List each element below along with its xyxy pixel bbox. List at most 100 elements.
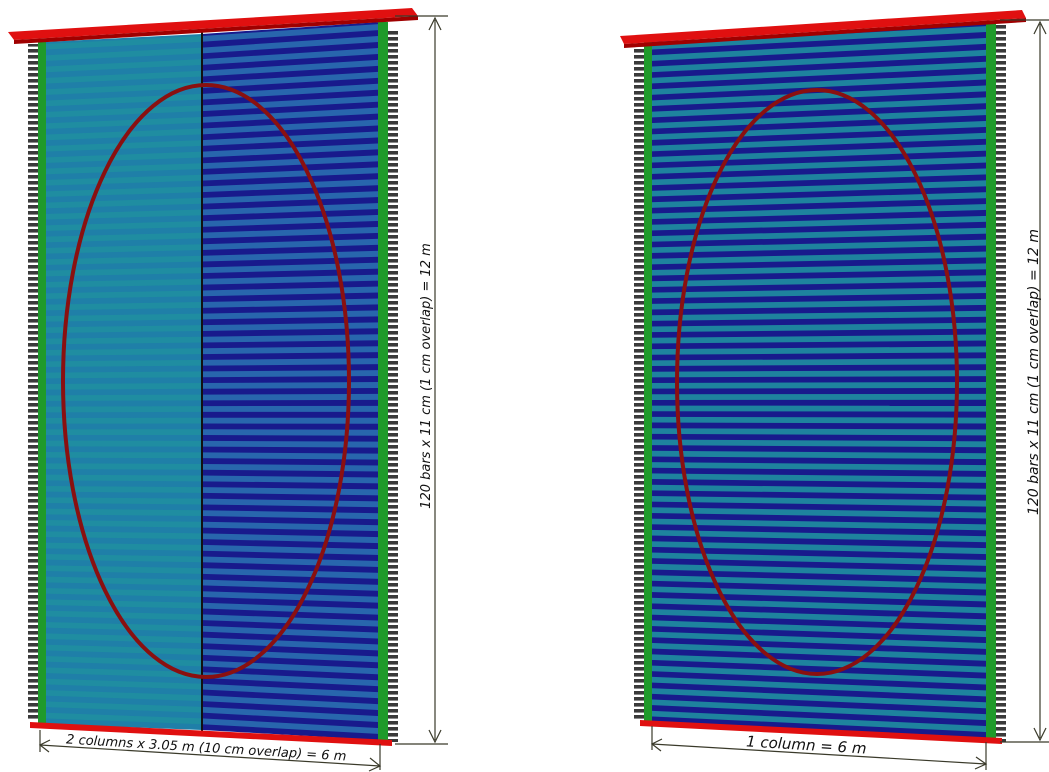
bar-stripe [650, 251, 988, 265]
bar-stripe [202, 625, 380, 639]
bar-stripe [650, 529, 988, 543]
right-height-dimension [1000, 19, 1049, 743]
bar-stripe [650, 552, 988, 566]
bar-stripe [44, 151, 202, 163]
right-column-stripes [650, 26, 988, 733]
bar-stripe [202, 214, 380, 227]
bar-stripe [44, 232, 202, 243]
bar-stripe [650, 518, 988, 531]
bar-stripe [650, 204, 988, 220]
bar-stripe [650, 168, 988, 186]
bar-stripe [202, 370, 380, 378]
left-column-1-stripes [44, 36, 202, 725]
bar-stripe [650, 215, 988, 231]
bar-stripe [202, 358, 380, 366]
bar-stripe [202, 274, 380, 285]
bar-stripe [44, 508, 202, 517]
bar-stripe [44, 406, 202, 413]
bar-stripe [650, 473, 988, 483]
bar-stripe [44, 452, 202, 459]
right-panel-side-rail-left [644, 42, 652, 722]
bar-stripe [44, 463, 202, 470]
bar-stripe [44, 667, 202, 678]
bar-stripe [202, 346, 380, 355]
bar-stripe [44, 116, 202, 129]
bar-stripe [650, 586, 988, 602]
bar-stripe [202, 322, 380, 331]
bar-stripe [650, 192, 988, 208]
bar-stripe [650, 654, 988, 673]
bar-stripe [202, 718, 380, 735]
bar-stripe [650, 710, 988, 733]
bar-stripe [202, 683, 380, 699]
bar-stripe [650, 676, 988, 697]
bar-stripe [202, 393, 380, 401]
bar-stripe [44, 474, 202, 482]
right-panel-column [650, 24, 988, 738]
bar-stripe [202, 706, 380, 723]
bar-stripe [44, 565, 202, 574]
bar-stripe [650, 609, 988, 626]
bar-stripe [650, 642, 988, 661]
bar-stripe [44, 244, 202, 254]
bar-stripe [650, 439, 988, 448]
bar-stripe [650, 49, 988, 73]
bar-stripe [44, 255, 202, 265]
bar-stripe [202, 382, 380, 389]
bar-stripe [202, 71, 380, 89]
bar-stripe [202, 429, 380, 436]
bar-stripe [44, 599, 202, 609]
bar-stripe [202, 119, 380, 135]
bar-stripe [650, 97, 988, 118]
left-panel-column-2 [202, 22, 380, 740]
bar-stripe [650, 120, 988, 141]
left-height-dimension [395, 15, 448, 745]
bar-stripe [650, 450, 988, 460]
bar-stripe [650, 322, 988, 333]
bar-stripe [202, 59, 380, 77]
bar-stripe [202, 533, 380, 544]
bar-stripe [202, 475, 380, 484]
bar-stripe [650, 496, 988, 507]
bar-stripe [44, 186, 202, 197]
bar-stripe [202, 203, 380, 216]
bar-stripe [44, 678, 202, 690]
bar-stripe [650, 462, 988, 471]
bar-stripe [44, 302, 202, 311]
bar-stripe [650, 620, 988, 638]
bar-stripe [44, 701, 202, 713]
right-panel-bottom-rail [640, 720, 1002, 744]
right-panel: 120 bars x 11 cm (1 cm overlap) = 12 m 1… [620, 10, 1049, 770]
bar-stripe [650, 298, 988, 310]
bar-stripe [44, 644, 202, 655]
bar-stripe [202, 556, 380, 567]
bar-stripe [650, 334, 988, 344]
bar-stripe [202, 452, 380, 460]
bar-stripe [650, 393, 988, 400]
bar-stripe [650, 61, 988, 84]
bar-stripe [202, 544, 380, 556]
left-width-dimension [38, 730, 382, 772]
bar-stripe [44, 70, 202, 84]
bar-stripe [202, 417, 380, 424]
bar-stripe [202, 649, 380, 663]
bar-stripe [202, 487, 380, 496]
bar-stripe [650, 382, 988, 389]
bar-stripe [202, 107, 380, 123]
bar-stripe [650, 416, 988, 424]
left-panel-top-rail-shade [14, 16, 418, 44]
bar-stripe [650, 73, 988, 95]
bar-stripe [202, 591, 380, 603]
bar-stripe [650, 358, 988, 367]
bar-stripe [202, 440, 380, 448]
bar-stripe [650, 484, 988, 495]
bar-stripe [44, 197, 202, 209]
bar-stripe [202, 579, 380, 591]
bar-stripe [44, 278, 202, 288]
bar-stripe [202, 521, 380, 532]
right-width-dimension [650, 726, 988, 770]
left-panel-ellipse [61, 83, 351, 679]
bar-stripe [44, 497, 202, 505]
right-panel-top-rail-shade [624, 18, 1026, 48]
bar-stripe [202, 262, 380, 274]
